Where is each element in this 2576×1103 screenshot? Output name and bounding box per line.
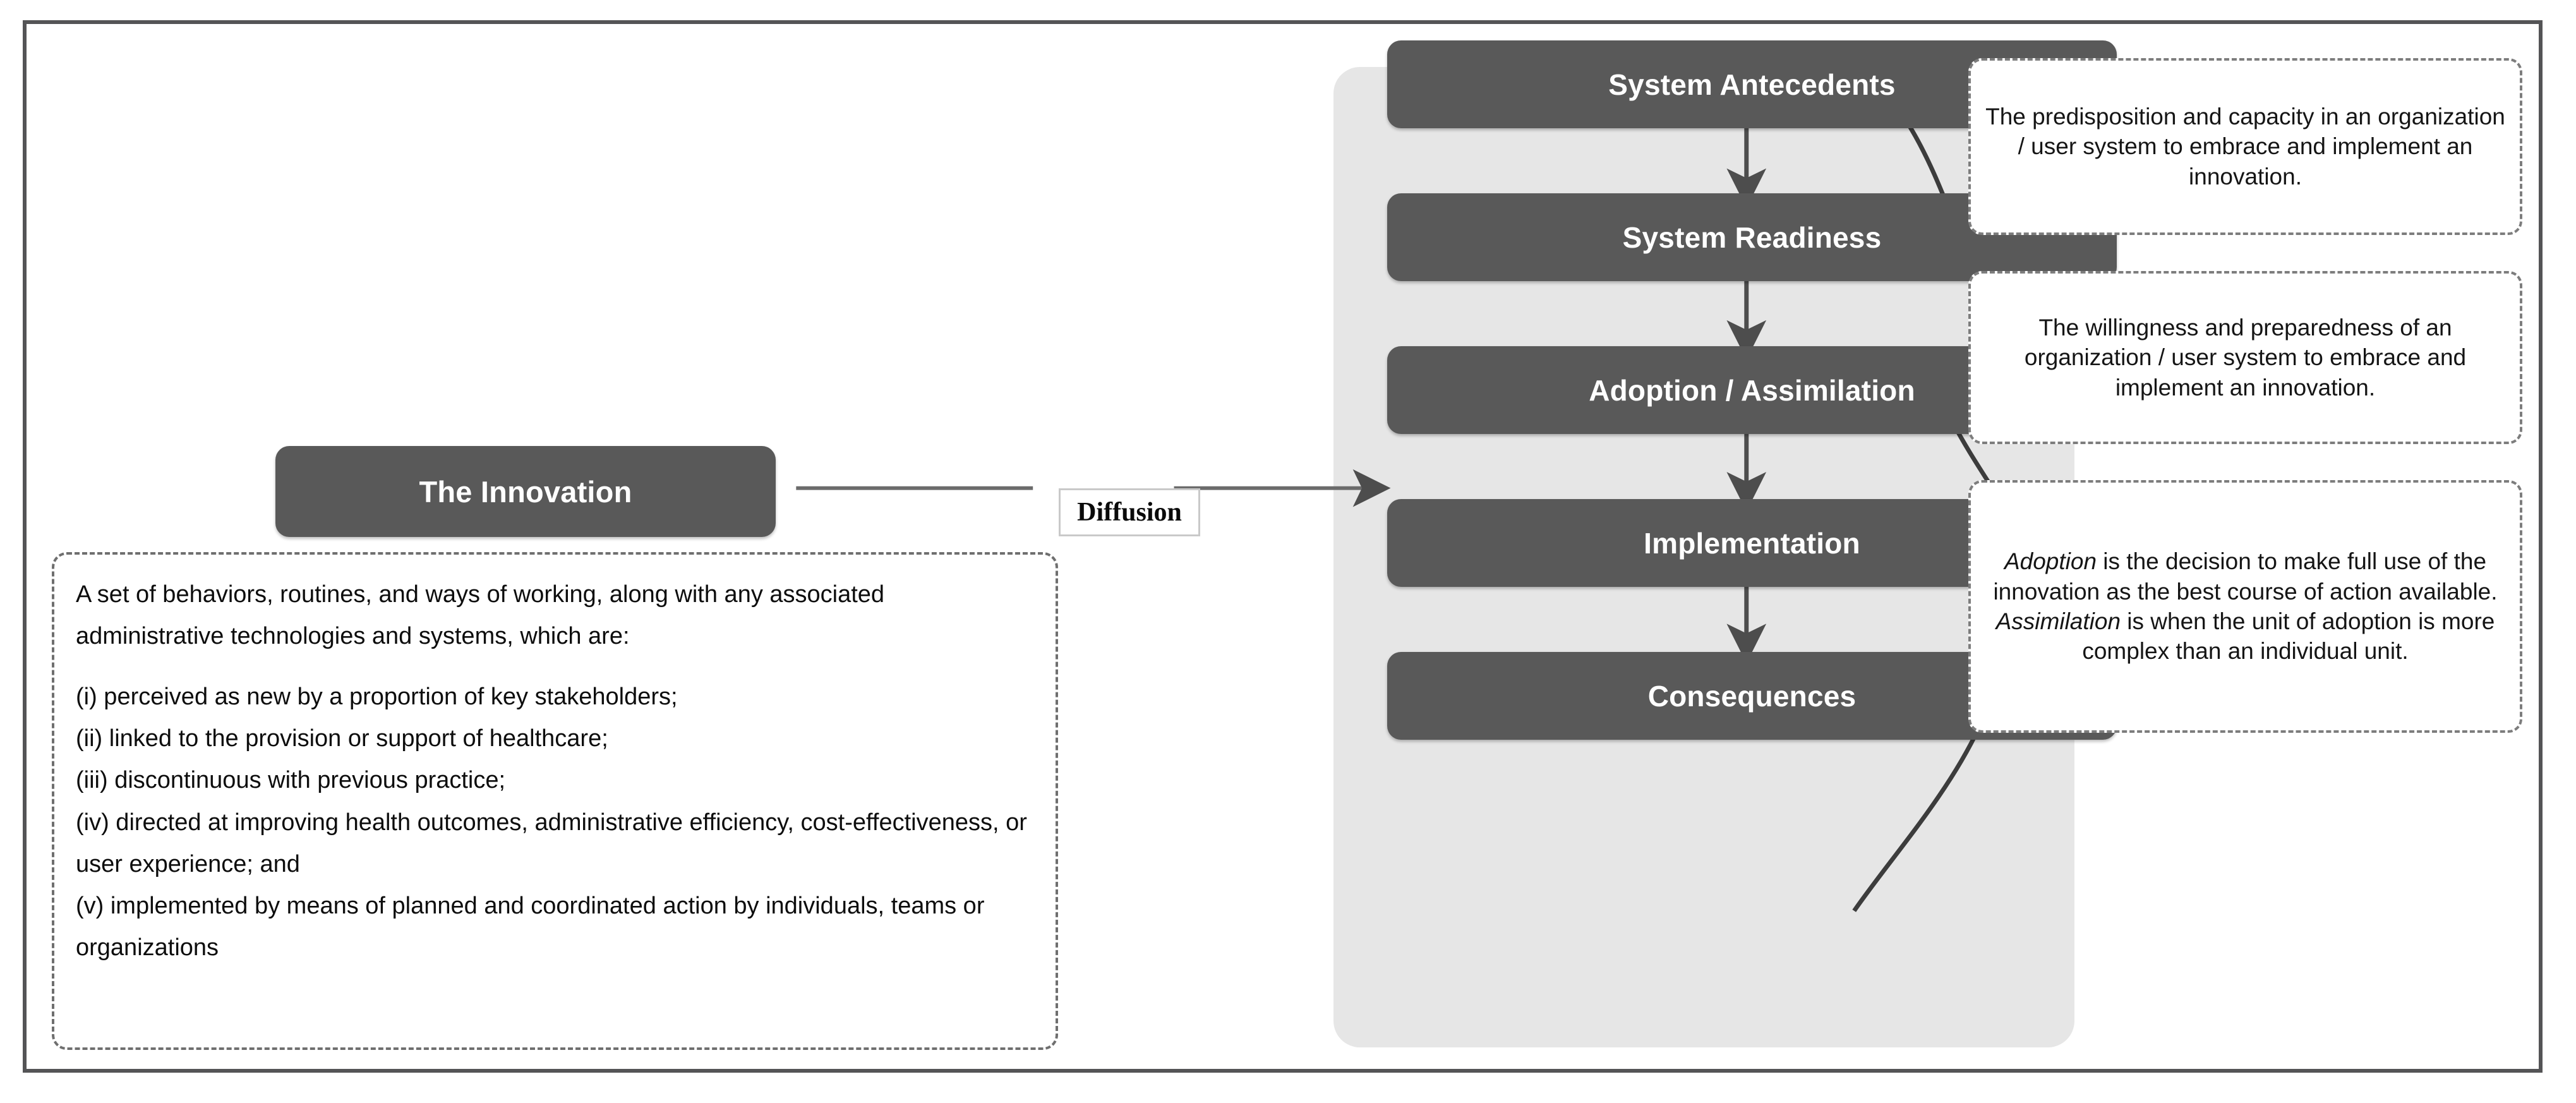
- innovation-desc-item-4: (v) implemented by means of planned and …: [76, 892, 985, 961]
- innovation-desc-item-2: (iii) discontinuous with previous practi…: [76, 767, 506, 794]
- annotation-system-readiness: The willingness and preparedness of an o…: [1968, 271, 2522, 444]
- innovation-desc-item-3: (iv) directed at improving health outcom…: [76, 809, 1027, 877]
- spacer: [76, 657, 1034, 676]
- annotation-text: The willingness and preparedness of an o…: [2024, 314, 2467, 401]
- innovation-desc-intro: A set of behaviors, routines, and ways o…: [76, 581, 885, 650]
- innovation-desc-item-1: (ii) linked to the provision or support …: [76, 725, 608, 752]
- annotation-adoption-assimilation: Adoption is the decision to make full us…: [1968, 480, 2522, 733]
- innovation-description-box: A set of behaviors, routines, and ways o…: [52, 552, 1058, 1050]
- innovation-desc-item-0: (i) perceived as new by a proportion of …: [76, 684, 678, 711]
- annotation-text: Adoption is the decision to make full us…: [1993, 548, 2498, 665]
- annotation-system-antecedents: The predisposition and capacity in an or…: [1968, 58, 2522, 235]
- innovation-box[interactable]: The Innovation: [275, 446, 776, 537]
- diagram-frame: The Innovation A set of behaviors, routi…: [23, 20, 2543, 1073]
- diffusion-label: Diffusion: [1059, 488, 1200, 536]
- annotation-text: The predisposition and capacity in an or…: [1985, 103, 2505, 190]
